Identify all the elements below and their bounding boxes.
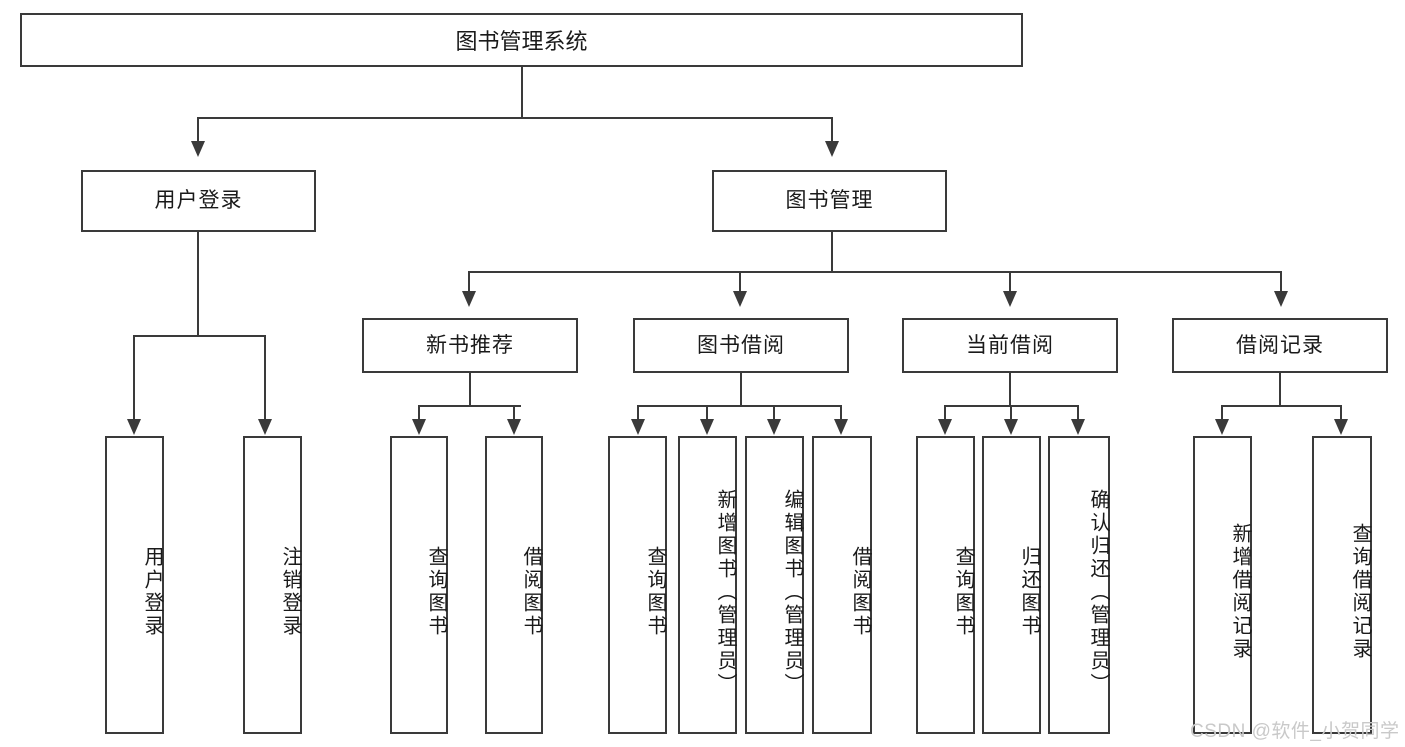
node-current-borrow[interactable]: 当前借阅 xyxy=(902,318,1118,373)
node-label: 确认归还（管理员） xyxy=(1087,488,1109,696)
edge-book-manage-bar xyxy=(468,271,1282,273)
node-label: 图书管理 xyxy=(785,189,874,213)
edge-current-borrow-leaf1 xyxy=(944,405,946,421)
arrow-to-new-book-recommend xyxy=(462,291,476,307)
arrow-current-borrow-leaf3 xyxy=(1071,419,1085,435)
node-new-book-recommend[interactable]: 新书推荐 xyxy=(362,318,578,373)
arrow-new-book-leaf2 xyxy=(507,419,521,435)
node-label: 借阅记录 xyxy=(1236,333,1324,357)
node-label: 查询借阅记录 xyxy=(1349,523,1371,661)
edge-book-manage-to-borrow-record xyxy=(1280,271,1282,293)
edge-book-borrow-leaf3 xyxy=(773,405,775,421)
edge-book-manage-to-current-borrow xyxy=(1009,271,1011,293)
node-label: 图书管理系统 xyxy=(455,29,588,54)
leaf-book-borrow-edit-book-admin[interactable]: 编辑图书（管理员） xyxy=(745,436,804,734)
arrow-current-borrow-leaf1 xyxy=(938,419,952,435)
arrow-to-current-borrow xyxy=(1003,291,1017,307)
arrow-user-login-leaf1 xyxy=(127,419,141,435)
node-label: 查询图书 xyxy=(952,546,974,638)
edge-borrow-record-stem xyxy=(1279,373,1281,406)
leaf-book-borrow-add-book-admin[interactable]: 新增图书（管理员） xyxy=(678,436,737,734)
csdn-watermark: CSDN @软件_小贺同学 xyxy=(1190,721,1400,742)
edge-user-login-bar xyxy=(133,335,265,337)
leaf-borrow-record-add-record[interactable]: 新增借阅记录 xyxy=(1193,436,1252,734)
node-label: 新增图书（管理员） xyxy=(714,488,736,696)
edge-borrow-record-bar xyxy=(1221,405,1341,407)
edge-book-borrow-stem xyxy=(740,373,742,406)
edge-user-login-leaf1 xyxy=(133,335,135,421)
edge-user-login-leaf2 xyxy=(264,335,266,421)
node-label: 用户登录 xyxy=(141,546,163,638)
node-label: 借阅图书 xyxy=(849,546,871,638)
leaf-book-borrow-borrow-books[interactable]: 借阅图书 xyxy=(812,436,872,734)
leaf-current-borrow-confirm-return-admin[interactable]: 确认归还（管理员） xyxy=(1048,436,1110,734)
leaf-borrow-record-query-record[interactable]: 查询借阅记录 xyxy=(1312,436,1372,734)
node-label: 借阅图书 xyxy=(520,546,542,638)
node-borrow-record[interactable]: 借阅记录 xyxy=(1172,318,1388,373)
edge-borrow-record-leaf1 xyxy=(1221,405,1223,421)
leaf-current-borrow-return-books[interactable]: 归还图书 xyxy=(982,436,1041,734)
edge-book-manage-stem xyxy=(831,232,833,272)
node-label: 查询图书 xyxy=(644,546,666,638)
node-label: 查询图书 xyxy=(425,546,447,638)
leaf-current-borrow-query-books[interactable]: 查询图书 xyxy=(916,436,975,734)
node-label: 用户登录 xyxy=(154,189,243,213)
arrow-borrow-record-leaf1 xyxy=(1215,419,1229,435)
leaf-book-borrow-query-books[interactable]: 查询图书 xyxy=(608,436,667,734)
edge-new-book-leaf1 xyxy=(418,405,420,421)
edge-book-manage-to-new-book xyxy=(468,271,470,293)
arrow-book-borrow-leaf2 xyxy=(700,419,714,435)
arrow-current-borrow-leaf2 xyxy=(1004,419,1018,435)
edge-current-borrow-leaf3 xyxy=(1077,405,1079,421)
edge-root-to-book-manage xyxy=(831,117,833,143)
edge-root-bar xyxy=(197,117,833,119)
leaf-user-login-logout[interactable]: 注销登录 xyxy=(243,436,302,734)
arrow-book-borrow-leaf1 xyxy=(631,419,645,435)
arrow-book-borrow-leaf3 xyxy=(767,419,781,435)
arrow-to-book-manage xyxy=(825,141,839,157)
edge-new-book-leaf2 xyxy=(513,405,515,421)
node-user-login[interactable]: 用户登录 xyxy=(81,170,316,232)
edge-book-borrow-leaf2 xyxy=(706,405,708,421)
node-book-borrow[interactable]: 图书借阅 xyxy=(633,318,849,373)
arrow-to-user-login xyxy=(191,141,205,157)
node-label: 新书推荐 xyxy=(426,333,514,357)
edge-borrow-record-leaf2 xyxy=(1340,405,1342,421)
edge-book-borrow-leaf4 xyxy=(840,405,842,421)
node-root-library-system[interactable]: 图书管理系统 xyxy=(20,13,1023,67)
arrow-book-borrow-leaf4 xyxy=(834,419,848,435)
leaf-new-book-query-books[interactable]: 查询图书 xyxy=(390,436,448,734)
edge-user-login-stem xyxy=(197,232,199,336)
edge-current-borrow-stem xyxy=(1009,373,1011,406)
edge-book-borrow-bar xyxy=(637,405,842,407)
node-label: 新增借阅记录 xyxy=(1229,523,1251,661)
node-label: 当前借阅 xyxy=(966,333,1054,357)
leaf-user-login-login[interactable]: 用户登录 xyxy=(105,436,164,734)
edge-new-book-bar xyxy=(418,405,521,407)
node-book-management[interactable]: 图书管理 xyxy=(712,170,947,232)
edge-current-borrow-leaf2 xyxy=(1010,405,1012,421)
edge-root-stem xyxy=(521,67,523,118)
leaf-new-book-borrow-books[interactable]: 借阅图书 xyxy=(485,436,543,734)
node-label: 编辑图书（管理员） xyxy=(781,488,803,696)
arrow-to-book-borrow xyxy=(733,291,747,307)
arrow-to-borrow-record xyxy=(1274,291,1288,307)
edge-book-borrow-leaf1 xyxy=(637,405,639,421)
arrow-new-book-leaf1 xyxy=(412,419,426,435)
edge-book-manage-to-book-borrow xyxy=(739,271,741,293)
arrow-user-login-leaf2 xyxy=(258,419,272,435)
arrow-borrow-record-leaf2 xyxy=(1334,419,1348,435)
node-label: 图书借阅 xyxy=(697,333,785,357)
node-label: 注销登录 xyxy=(279,546,301,638)
edge-new-book-stem xyxy=(469,373,471,406)
edge-root-to-user-login xyxy=(197,117,199,143)
node-label: 归还图书 xyxy=(1018,546,1040,638)
